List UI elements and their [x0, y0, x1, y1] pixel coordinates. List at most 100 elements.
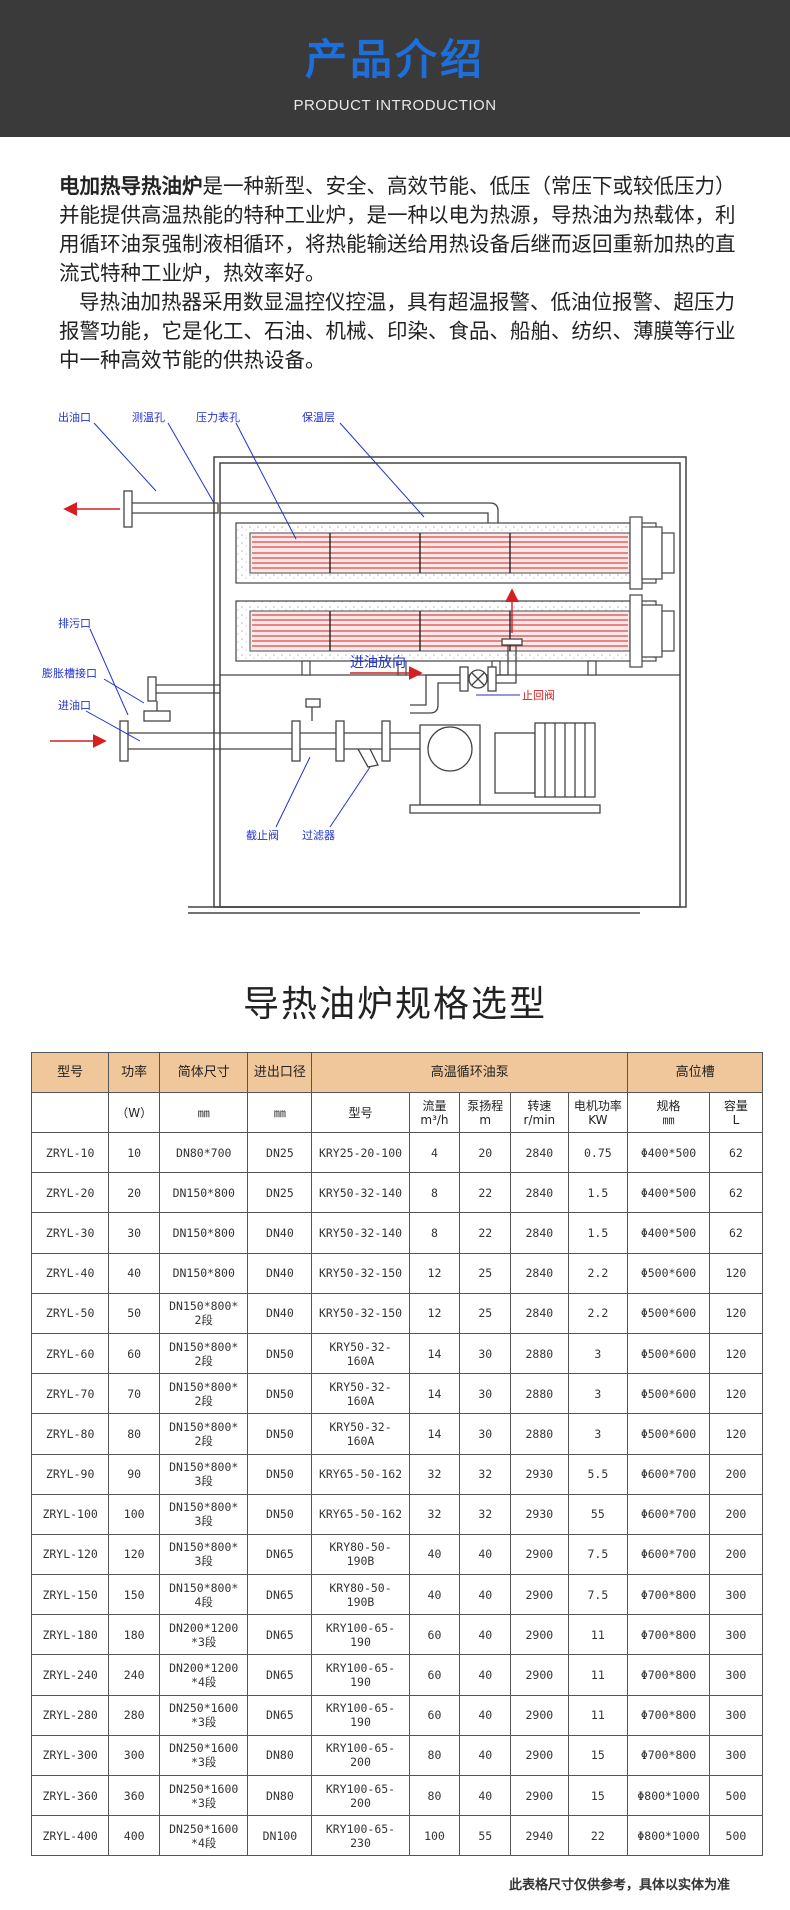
table-footnote: 此表格尺寸仅供参考，具体以实体为准 — [508, 1878, 730, 1893]
cell-speed: 2900 — [510, 1734, 569, 1777]
cell-pump-model: KRY50-32-150 — [311, 1292, 410, 1334]
cell-head: 40 — [459, 1654, 512, 1696]
cell-motor-power: 3 — [567, 1332, 629, 1375]
cell-speed: 2880 — [510, 1413, 569, 1455]
cell-port-size: DN80 — [247, 1734, 313, 1777]
header-body-size: 简体尺寸 — [159, 1052, 249, 1093]
cell-pump-model: KRY100-65-190 — [311, 1654, 410, 1696]
cell-body-size: DN200*1200*3段 — [159, 1614, 249, 1656]
cell-pump-model: KRY80-50-190B — [311, 1574, 410, 1616]
cell-flow: 8 — [408, 1212, 461, 1254]
cell-port-size: DN50 — [247, 1332, 313, 1375]
flow-arrows — [50, 502, 519, 748]
cell-motor-power: 22 — [567, 1815, 629, 1857]
cell-pump-model: KRY100-65-230 — [311, 1815, 410, 1857]
cell-model: ZRYL-40 — [30, 1252, 110, 1294]
cell-head: 40 — [459, 1694, 512, 1736]
header-port-size: 进出口径 — [247, 1052, 313, 1093]
cell-port-size: DN50 — [247, 1373, 313, 1415]
cell-power: 90 — [108, 1453, 161, 1495]
cell-pump-model: KRY100-65-190 — [311, 1614, 410, 1656]
cell-power: 120 — [108, 1533, 161, 1576]
label-insulation: 保温层 — [302, 410, 335, 424]
cell-head: 40 — [459, 1774, 512, 1817]
cell-power: 30 — [108, 1212, 161, 1254]
cell-head: 22 — [459, 1212, 512, 1254]
cell-power: 10 — [108, 1131, 161, 1174]
cell-tank-spec: Φ800*1000 — [627, 1815, 710, 1857]
cell-power: 100 — [108, 1493, 161, 1535]
header-banner: 产品介绍 PRODUCT INTRODUCTION — [0, 0, 790, 137]
cell-pump-model: KRY50-32-160A — [311, 1413, 410, 1455]
cell-pump-model: KRY50-32-140 — [311, 1172, 410, 1214]
intro-text: 电加热导热油炉是一种新型、安全、高效节能、低压（常压下或较低压力）并能提供高温热… — [59, 172, 751, 375]
cell-motor-power: 1.5 — [567, 1172, 629, 1214]
cell-pump-model: KRY80-50-190B — [311, 1533, 410, 1576]
cell-tank-capacity: 62 — [708, 1131, 764, 1174]
cell-power: 240 — [108, 1654, 161, 1696]
cell-port-size: DN65 — [247, 1614, 313, 1656]
cell-power: 70 — [108, 1373, 161, 1415]
label-stop-valve: 截止阀 — [246, 828, 279, 842]
cell-model: ZRYL-180 — [30, 1614, 110, 1656]
cell-body-size: DN150*800*3段 — [159, 1453, 249, 1495]
cell-speed: 2900 — [510, 1533, 569, 1576]
cell-port-size: DN25 — [247, 1172, 313, 1214]
cell-power: 80 — [108, 1413, 161, 1455]
cell-tank-capacity: 300 — [708, 1734, 764, 1777]
cell-tank-capacity: 300 — [708, 1694, 764, 1736]
cell-power: 300 — [108, 1734, 161, 1777]
cell-body-size: DN150*800 — [159, 1172, 249, 1214]
cell-pump-model: KRY50-32-150 — [311, 1252, 410, 1294]
cell-tank-spec: Φ500*600 — [627, 1413, 710, 1455]
cell-model: ZRYL-240 — [30, 1654, 110, 1696]
cell-motor-power: 11 — [567, 1694, 629, 1736]
cell-model: ZRYL-400 — [30, 1815, 110, 1857]
cell-tank-spec: Φ400*500 — [627, 1131, 710, 1174]
cell-model: ZRYL-80 — [30, 1413, 110, 1455]
cell-tank-capacity: 500 — [708, 1774, 764, 1817]
label-filter: 过滤器 — [302, 829, 335, 842]
cell-speed: 2930 — [510, 1453, 569, 1495]
cell-body-size: DN150*800*4段 — [159, 1574, 249, 1616]
h2-pump-model: 型号 — [311, 1092, 410, 1133]
cell-speed: 2900 — [510, 1694, 569, 1736]
cell-motor-power: 5.5 — [567, 1453, 629, 1495]
cell-body-size: DN200*1200*4段 — [159, 1654, 249, 1696]
cell-port-size: DN40 — [247, 1252, 313, 1294]
piping — [119, 490, 601, 814]
cell-model: ZRYL-120 — [30, 1533, 110, 1576]
cell-model: ZRYL-50 — [30, 1292, 110, 1334]
cell-port-size: DN40 — [247, 1292, 313, 1334]
cell-tank-spec: Φ500*600 — [627, 1292, 710, 1334]
cell-flow: 32 — [408, 1453, 461, 1495]
cell-speed: 2840 — [510, 1252, 569, 1294]
cell-tank-capacity: 62 — [708, 1212, 764, 1254]
cell-tank-capacity: 120 — [708, 1413, 764, 1455]
cell-flow: 4 — [408, 1131, 461, 1174]
cell-head: 20 — [459, 1131, 512, 1174]
cell-motor-power: 7.5 — [567, 1574, 629, 1616]
cell-tank-capacity: 200 — [708, 1533, 764, 1576]
cell-pump-model: KRY65-50-162 — [311, 1453, 410, 1495]
cell-tank-capacity: 300 — [708, 1614, 764, 1656]
cell-flow: 32 — [408, 1493, 461, 1535]
cell-speed: 2840 — [510, 1131, 569, 1174]
cell-body-size: DN150*800*3段 — [159, 1533, 249, 1576]
cell-head: 32 — [459, 1493, 512, 1535]
cell-motor-power: 0.75 — [567, 1131, 629, 1174]
cell-model: ZRYL-150 — [30, 1574, 110, 1616]
